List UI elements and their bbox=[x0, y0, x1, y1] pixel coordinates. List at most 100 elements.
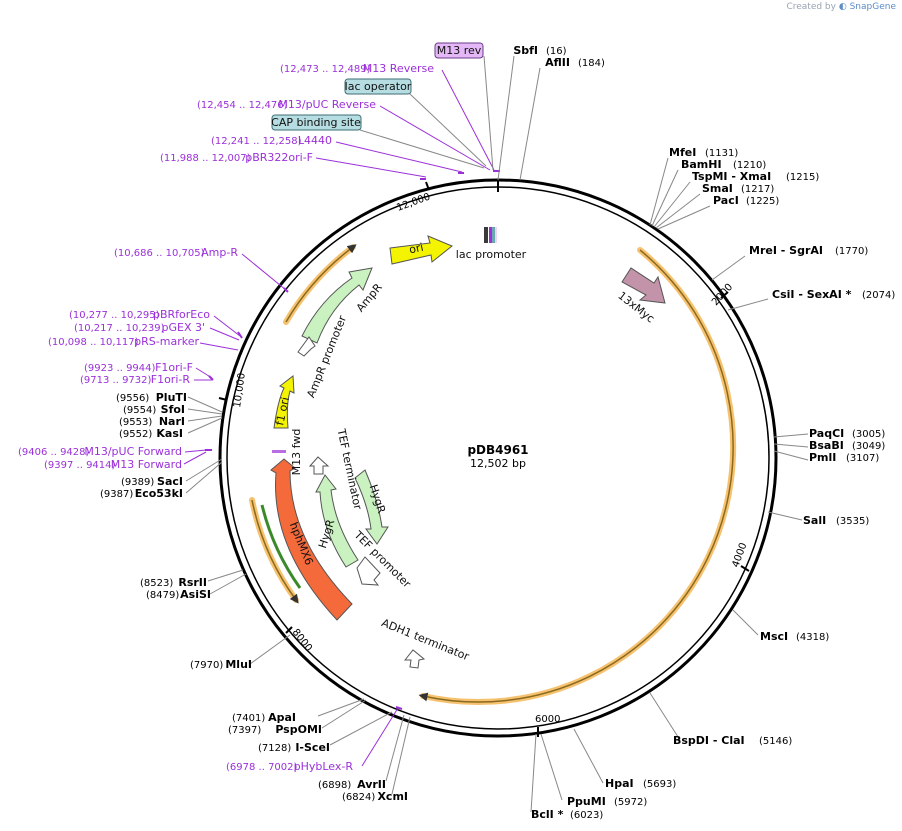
hygr-arrow-2 bbox=[354, 469, 389, 545]
site-pos: (1217) bbox=[741, 184, 774, 195]
site-name: ApaI bbox=[268, 711, 296, 724]
site-name: PacI bbox=[713, 194, 739, 207]
boxed-label-lac-operator: lac operator bbox=[344, 78, 412, 95]
site-name: AsiSI bbox=[180, 588, 211, 601]
primer-name: L4440 bbox=[298, 134, 332, 147]
snapgene-logo-icon: ◐ bbox=[838, 2, 847, 12]
hygr-arrow-1 bbox=[315, 474, 359, 568]
site-name: BsaBI bbox=[809, 439, 844, 452]
site-name: SacI bbox=[157, 475, 183, 488]
site-pos: (8479) bbox=[146, 590, 179, 601]
site-pos: (3005) bbox=[852, 429, 885, 440]
site-name: I-SceI bbox=[295, 741, 330, 754]
lac-promoter-label: lac promoter bbox=[456, 248, 527, 261]
ori-arrow bbox=[389, 235, 453, 265]
site-pos: (2074) bbox=[862, 290, 895, 301]
primer-pos: (9406 .. 9428) bbox=[18, 447, 90, 458]
site-name: AflII bbox=[545, 56, 570, 69]
site-name: BclI * bbox=[531, 808, 564, 821]
site-name: SmaI bbox=[702, 182, 733, 195]
site-pos: (3535) bbox=[836, 516, 869, 527]
box-leader-lines bbox=[359, 55, 494, 171]
lac-operator-label: lac operator bbox=[345, 80, 412, 93]
primer-pos: (10,277 .. 10,295) bbox=[69, 310, 160, 321]
site-pos: (7397) bbox=[228, 725, 261, 736]
primer-pos: (10,686 .. 10,705) bbox=[114, 248, 205, 259]
site-labels: SbfI (16) AflII (184) MfeI (1131) BamHI … bbox=[100, 44, 895, 821]
boxed-label-m13-rev: M13 rev bbox=[434, 42, 484, 59]
site-pos: (5693) bbox=[643, 779, 676, 790]
primer-name: F1ori-F bbox=[155, 361, 193, 374]
ori-label: ori bbox=[408, 241, 425, 257]
site-pos: (9552) bbox=[119, 429, 152, 440]
site-pos: (7970) bbox=[190, 660, 223, 671]
primer-name: pBR322ori-F bbox=[245, 151, 313, 164]
site-name: SalI bbox=[803, 514, 826, 527]
primer-leader-lines bbox=[183, 69, 495, 767]
site-pos: (9387) bbox=[100, 489, 133, 500]
site-pos: (1770) bbox=[835, 246, 868, 257]
site-pos: (184) bbox=[578, 58, 605, 69]
site-name: MluI bbox=[225, 658, 252, 671]
ampr-promoter-arrow bbox=[297, 336, 316, 357]
credit-prefix: Created by bbox=[786, 2, 836, 12]
adh1-terminator-label: ADH1 terminator bbox=[380, 616, 472, 663]
site-pos: (9389) bbox=[121, 477, 154, 488]
site-name: NarI bbox=[159, 415, 185, 428]
primer-name: M13 Forward bbox=[111, 458, 182, 471]
primer-pos: (12,454 .. 12,476) bbox=[197, 100, 288, 111]
tef-terminator-arrow bbox=[308, 456, 330, 475]
primer-pos: (12,241 .. 12,258) bbox=[211, 136, 302, 147]
tef-promoter-label: TEF promoter bbox=[351, 528, 414, 591]
plasmid-name: pDB4961 bbox=[467, 443, 528, 457]
hphmx6-arrow bbox=[270, 458, 353, 621]
site-name: PspOMI bbox=[275, 723, 322, 736]
site-pos: (16) bbox=[546, 46, 567, 57]
primer-name: pRS-marker bbox=[134, 335, 199, 348]
tick-marks bbox=[218, 180, 750, 737]
site-pos: (7128) bbox=[258, 743, 291, 754]
primer-name: M13/pUC Forward bbox=[84, 445, 182, 458]
site-pos: (8523) bbox=[140, 578, 173, 589]
tick-label-12000: 12,000 bbox=[395, 192, 432, 214]
site-pos: (6898) bbox=[318, 780, 351, 791]
site-name: SbfI bbox=[513, 44, 538, 57]
primer-pos: (9397 .. 9414) bbox=[44, 460, 116, 471]
primer-name: pBRforEco bbox=[153, 308, 210, 321]
primer-name: pHybLex-R bbox=[294, 760, 354, 773]
site-pos: (3107) bbox=[846, 453, 879, 464]
site-name: BspDI - ClaI bbox=[673, 734, 745, 747]
primer-labels: M13 Reverse (12,473 .. 12,489) M13/pUC R… bbox=[18, 62, 434, 773]
site-pos: (1210) bbox=[733, 160, 766, 171]
site-name: CsiI - SexAI * bbox=[772, 288, 852, 301]
site-name: MreI - SgrAI bbox=[749, 244, 823, 257]
site-pos: (5146) bbox=[759, 736, 792, 747]
primer-pos: (10,098 .. 10,117) bbox=[48, 337, 139, 348]
adh1-terminator-arrow bbox=[403, 649, 426, 669]
tef-terminator-label: TEF terminator bbox=[334, 427, 364, 511]
tick-label-8000: 8000 bbox=[290, 627, 314, 654]
site-pos: (3049) bbox=[852, 441, 885, 452]
primer-name: Amp-R bbox=[201, 246, 238, 259]
site-name: MfeI bbox=[669, 146, 696, 159]
site-pos: (1225) bbox=[746, 196, 779, 207]
site-pos: (9554) bbox=[123, 405, 156, 416]
primer-name: M13 Reverse bbox=[363, 62, 434, 75]
site-name: KasI bbox=[156, 427, 183, 440]
lac-promoter-box bbox=[484, 227, 497, 243]
plasmid-size: 12,502 bp bbox=[470, 457, 526, 470]
site-name: PluTI bbox=[156, 391, 187, 404]
primer-pos: (11,988 .. 12,007) bbox=[160, 153, 251, 164]
m13-fwd-bar bbox=[272, 450, 286, 453]
site-name: SfoI bbox=[161, 403, 185, 416]
site-pos: (9553) bbox=[119, 417, 152, 428]
cap-binding-site-label: CAP binding site bbox=[271, 116, 361, 129]
primer-pos: (12,473 .. 12,489) bbox=[280, 64, 371, 75]
credit-brand: SnapGene bbox=[849, 2, 896, 12]
site-name: MscI bbox=[760, 630, 788, 643]
site-name: PmlI bbox=[809, 451, 836, 464]
site-pos: (7401) bbox=[232, 713, 265, 724]
site-name: Eco53kI bbox=[135, 487, 183, 500]
13xmyc-arrow bbox=[621, 267, 666, 304]
